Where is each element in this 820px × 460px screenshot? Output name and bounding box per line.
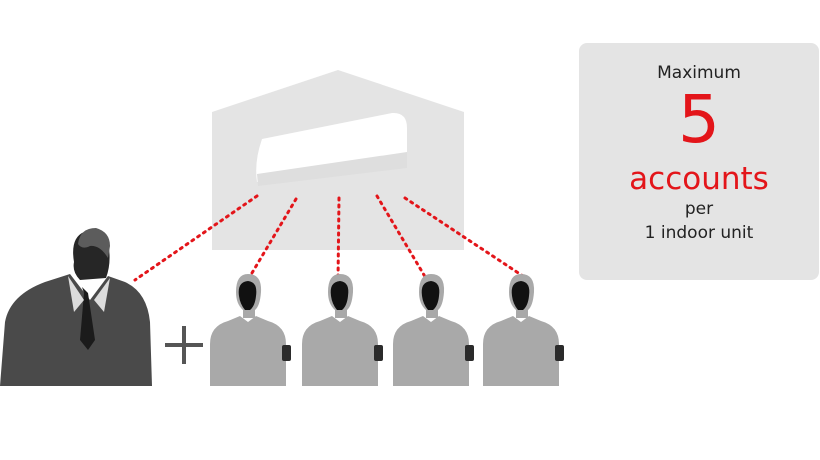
- air-conditioner-icon: [256, 112, 407, 186]
- connection-line-3: [375, 194, 429, 282]
- connection-lines: [133, 194, 534, 284]
- sub-user-icon-2: [302, 274, 383, 386]
- smartphone-icon: [465, 345, 474, 361]
- limit-unit: accounts: [629, 161, 769, 197]
- smartphone-icon: [374, 345, 383, 361]
- connection-line-4: [403, 196, 534, 284]
- limit-per: per: [684, 199, 714, 219]
- limit-prefix: Maximum: [657, 63, 741, 83]
- sub-user-icon-1: [210, 274, 291, 386]
- connection-line-1: [247, 197, 298, 280]
- limit-scope: 1 indoor unit: [644, 223, 754, 243]
- account-limit-card: Maximum 5 accounts per 1 indoor unit: [579, 43, 819, 280]
- limit-number: 5: [678, 81, 720, 158]
- connection-line-2: [336, 196, 341, 282]
- smartphone-icon: [282, 345, 291, 361]
- plus-icon: [165, 326, 203, 364]
- sub-user-icon-3: [393, 274, 474, 386]
- sub-user-icon-4: [483, 274, 564, 386]
- smartphone-icon: [555, 345, 564, 361]
- main-user-icon: [0, 228, 152, 386]
